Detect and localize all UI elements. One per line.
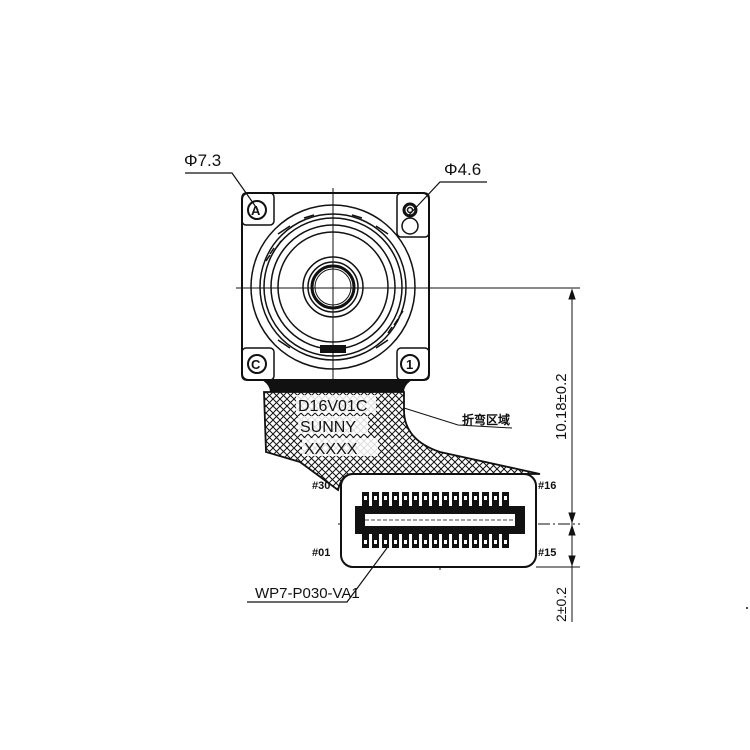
dimension-lines <box>536 288 580 622</box>
phi46-leader <box>407 181 487 217</box>
dimension-phi-73: Φ7.3 <box>184 151 221 170</box>
dimension-height-main: 10.18±0.2 <box>553 373 570 440</box>
flex-text-code: XXXXX <box>304 441 358 458</box>
connector-part-number: WP7-P030-VA1 <box>255 585 360 602</box>
phi73-leader <box>185 172 259 211</box>
marker-c: C <box>251 357 261 372</box>
pin-hole-marks <box>364 496 507 544</box>
stray-mark <box>746 607 748 609</box>
marker-1: 1 <box>406 357 413 372</box>
flex-text-brand: SUNNY <box>300 419 356 436</box>
pin-label-01: #01 <box>312 547 330 559</box>
dimension-height-connector: 2±0.2 <box>553 587 569 622</box>
dimension-phi-46: Φ4.6 <box>444 160 481 179</box>
bend-area-leader <box>403 407 513 429</box>
marker-a: A <box>251 203 261 218</box>
connector-body <box>355 506 525 534</box>
flex-text-model: D16V01C <box>298 398 367 415</box>
bend-area-label: 折弯区域 <box>462 412 510 427</box>
flex-neck <box>262 380 412 392</box>
pin-label-16: #16 <box>538 480 556 492</box>
pin-label-15: #15 <box>538 547 556 559</box>
pin-label-30: #30 <box>312 480 330 492</box>
part-number-leader <box>247 547 388 603</box>
